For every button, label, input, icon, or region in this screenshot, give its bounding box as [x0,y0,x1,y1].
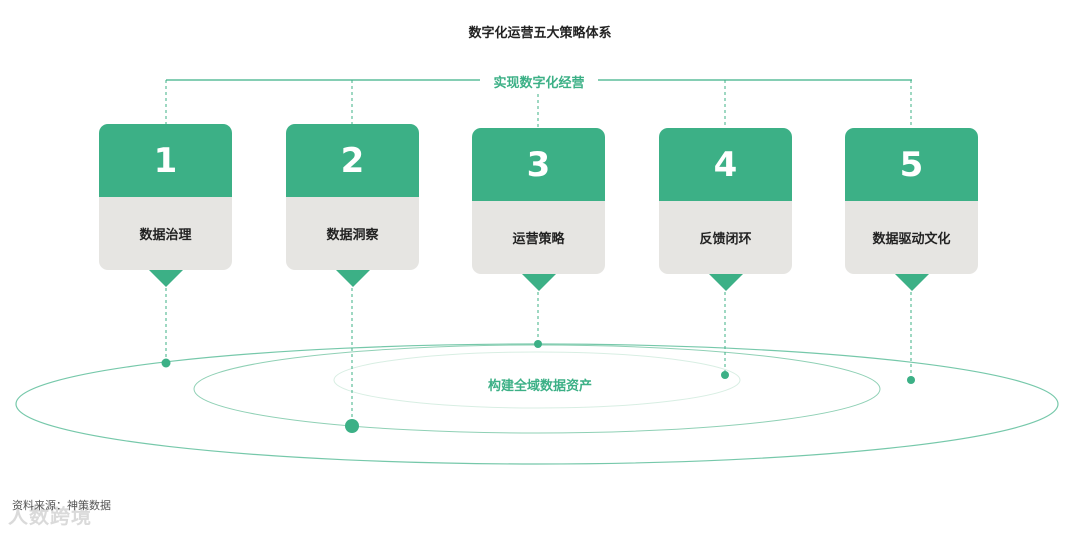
card-number: 5 [845,128,978,201]
ring-dot-3 [534,340,542,348]
card-number: 2 [286,124,419,197]
card-label: 反馈闭环 [659,201,792,274]
card-pointer [521,274,556,291]
goal-label: 实现数字化经营 [480,72,598,91]
ring-dot-1 [161,358,171,368]
card-pointer [335,270,370,287]
card-pointer [708,274,743,291]
strategy-card-1: 1 数据治理 [99,124,232,287]
source-note: 资料来源：神策数据 [12,499,111,512]
base-label: 构建全域数据资产 [487,379,592,394]
strategy-card-3: 3 运营策略 [472,128,605,291]
ring-dot-4 [721,371,729,379]
ring-dot-2 [345,419,359,433]
strategy-card-4: 4 反馈闭环 [659,128,792,291]
card-label: 数据洞察 [286,197,419,270]
card-number: 3 [472,128,605,201]
card-label: 数据治理 [99,197,232,270]
card-label: 运营策略 [472,201,605,274]
strategy-card-5: 5 数据驱动文化 [845,128,978,291]
card-number: 4 [659,128,792,201]
diagram-title: 数字化运营五大策略体系 [468,26,612,41]
watermark-text: 人数跨境 [8,504,92,528]
card-pointer [894,274,929,291]
card-label: 数据驱动文化 [845,201,978,274]
ring-dot-5 [907,376,915,384]
inner-ring [333,351,741,409]
outer-ring [15,343,1059,465]
card-pointer [148,270,183,287]
strategy-card-2: 2 数据洞察 [286,124,419,287]
card-number: 1 [99,124,232,197]
